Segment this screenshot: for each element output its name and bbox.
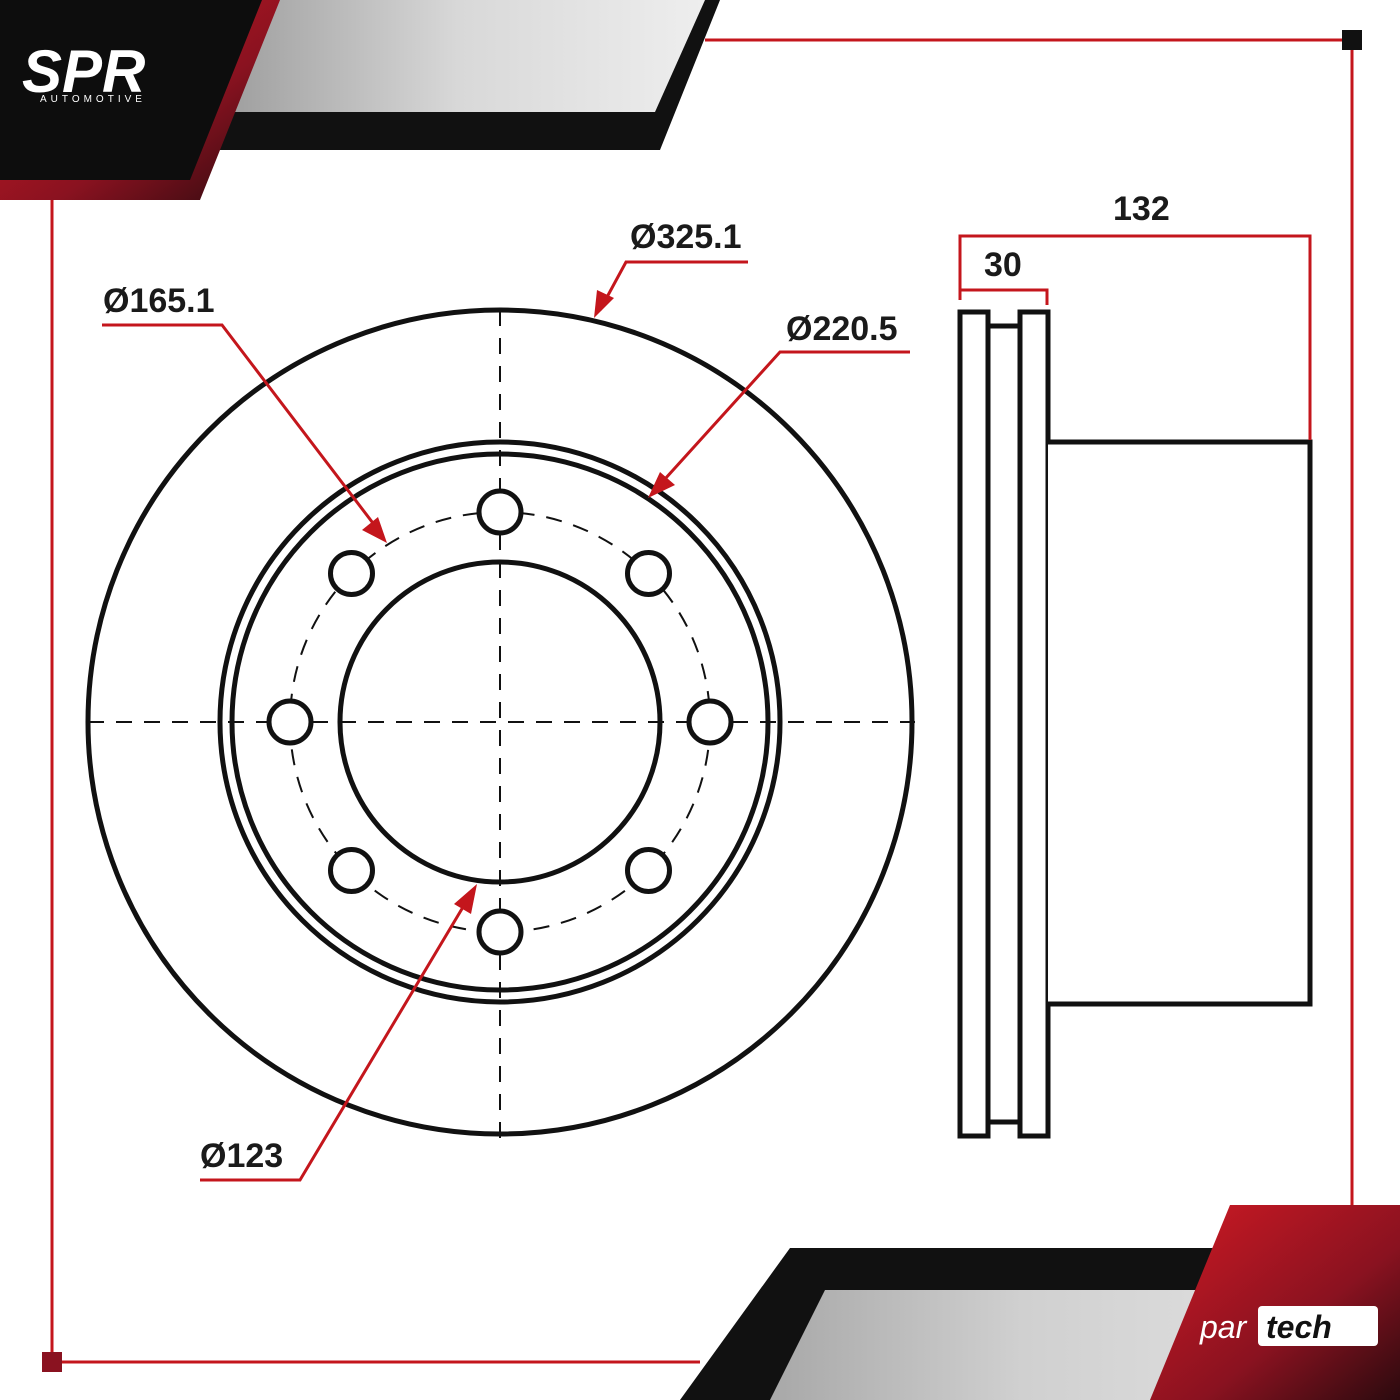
leader-center-bore (200, 891, 474, 1182)
bottom-banner: par tech (680, 1205, 1400, 1400)
leader-hat-diameter (653, 350, 910, 492)
banner-black-block (0, 0, 262, 180)
label-hat-diameter: Ø220.5 (786, 310, 898, 348)
bolt-hole (476, 488, 524, 536)
hat-outer-edge (217, 439, 783, 1005)
partech-logo-box (1258, 1306, 1378, 1346)
frame-corner-top-right (1342, 30, 1362, 50)
bolt-hole (266, 698, 314, 746)
arrow-hat-diameter (648, 472, 675, 498)
rotor-front-view (85, 307, 915, 1138)
bolt-hole (686, 698, 734, 746)
frame-corner-bottom-left (42, 1352, 62, 1372)
arrow-outer-diameter (594, 290, 614, 318)
bolt-hole (328, 847, 375, 894)
arrow-bolt-circle (362, 517, 387, 543)
bolt-hole (625, 847, 672, 894)
bolt-holes (266, 488, 734, 956)
bolt-hole (625, 550, 672, 597)
label-outer-diameter: Ø325.1 (630, 218, 742, 256)
top-banner: SPR AUTOMOTIVE (0, 0, 720, 200)
rotor-plate-inner (957, 309, 991, 1139)
partech-logo-b: tech (1266, 1309, 1332, 1345)
leader-outer-diameter (598, 260, 748, 311)
bolt-hole (328, 550, 375, 597)
frame (50, 38, 1354, 1364)
leader-thickness (960, 288, 1049, 305)
bottom-red-block (1150, 1205, 1400, 1400)
arrow-center-bore (454, 884, 477, 914)
label-center-bore: Ø123 (200, 1137, 283, 1175)
leader-total-height (958, 234, 1312, 440)
banner-grey-band (210, 0, 705, 112)
dimension-leaders (102, 234, 1312, 1182)
rotor-hat-profile (1048, 439, 1313, 1007)
rotor-side-view (957, 309, 1313, 1139)
rotor-plate-outer (1017, 309, 1051, 1139)
leader-bolt-circle (102, 323, 384, 536)
spr-logo-subtext: AUTOMOTIVE (40, 94, 146, 105)
center-bore (337, 559, 663, 885)
label-bolt-circle: Ø165.1 (103, 282, 215, 320)
label-thickness: 30 (984, 246, 1022, 284)
dimension-arrowheads (362, 290, 675, 914)
label-total-height: 132 (1113, 190, 1170, 228)
bolt-hole (476, 908, 524, 956)
rotor-vents (985, 323, 1023, 1125)
spr-logo: SPR (22, 38, 145, 105)
partech-logo-a: par (1199, 1309, 1248, 1345)
